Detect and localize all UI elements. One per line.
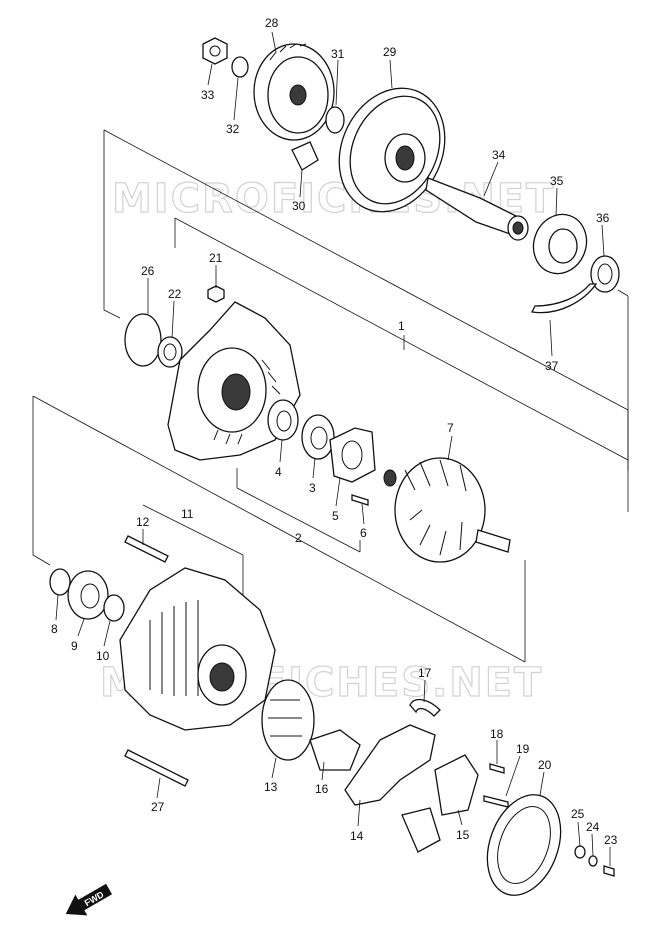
callout-33: 33 bbox=[201, 88, 215, 102]
part-16-regulator bbox=[309, 729, 361, 771]
callout-14: 14 bbox=[350, 829, 364, 843]
part-23-screw bbox=[603, 865, 615, 877]
callout-1: 1 bbox=[398, 319, 405, 333]
part-6-screw bbox=[351, 494, 369, 506]
callout-19: 19 bbox=[516, 742, 530, 756]
part-27-bolt bbox=[124, 749, 189, 787]
part-30-key bbox=[291, 141, 319, 171]
part-32-washer bbox=[231, 56, 249, 78]
callout-8: 8 bbox=[51, 622, 58, 636]
part-33-nut bbox=[202, 37, 228, 65]
callout-6: 6 bbox=[360, 526, 367, 540]
callout-11: 11 bbox=[181, 507, 194, 521]
callout-31: 31 bbox=[331, 47, 345, 61]
part-18-screw bbox=[489, 763, 505, 774]
callout-22: 22 bbox=[168, 287, 182, 301]
part-19-screw bbox=[483, 795, 509, 808]
callout-5: 5 bbox=[332, 509, 339, 523]
part-11-stator-housing bbox=[119, 567, 276, 731]
callout-26: 26 bbox=[141, 264, 155, 278]
part-17-hose bbox=[409, 698, 441, 717]
part-12-stud bbox=[124, 535, 169, 563]
part-8-washer bbox=[49, 568, 71, 596]
callout-32: 32 bbox=[226, 122, 240, 136]
callout-16: 16 bbox=[315, 782, 329, 796]
callout-15: 15 bbox=[456, 828, 470, 842]
part-37-circlip bbox=[531, 283, 598, 314]
callout-37: 37 bbox=[545, 359, 559, 373]
part-22-bearing bbox=[157, 336, 183, 368]
callout-25: 25 bbox=[571, 807, 585, 821]
callout-7: 7 bbox=[447, 421, 454, 435]
callout-20: 20 bbox=[538, 758, 552, 772]
part-14-bracket bbox=[344, 724, 436, 806]
callout-12: 12 bbox=[136, 515, 150, 529]
callout-34: 34 bbox=[492, 148, 506, 162]
callout-23: 23 bbox=[604, 833, 618, 847]
assembly-bracket-lines bbox=[32, 129, 629, 663]
part-21-nut bbox=[207, 285, 225, 303]
part-36-seal bbox=[590, 255, 620, 293]
part-13-cover bbox=[261, 679, 315, 761]
part-5-plate bbox=[329, 427, 376, 483]
callout-13: 13 bbox=[264, 780, 278, 794]
callout-18: 18 bbox=[490, 727, 504, 741]
part-31-washer bbox=[325, 106, 345, 134]
part-25-washer bbox=[574, 845, 586, 859]
callout-30: 30 bbox=[292, 199, 306, 213]
part-10-ring bbox=[103, 594, 125, 622]
callout-36: 36 bbox=[596, 211, 610, 225]
forward-arrow-icon: FWD bbox=[65, 883, 113, 916]
part-20-rear-cover bbox=[486, 794, 562, 896]
callout-labels: 28 31 29 33 32 30 34 35 36 21 26 22 1 37… bbox=[51, 16, 618, 866]
part-7-rotor bbox=[383, 457, 511, 563]
callout-35: 35 bbox=[550, 174, 564, 188]
callout-4: 4 bbox=[275, 465, 282, 479]
part-3-bearing bbox=[301, 414, 335, 460]
part-15-brush-holder bbox=[401, 754, 479, 853]
callout-29: 29 bbox=[383, 45, 397, 59]
part-35-bearing bbox=[532, 213, 588, 275]
part-26-o-ring bbox=[124, 313, 162, 367]
part-4-bearing bbox=[267, 399, 299, 441]
callout-24: 24 bbox=[586, 820, 600, 834]
part-9-bearing bbox=[67, 570, 109, 620]
callout-17: 17 bbox=[418, 666, 432, 680]
part-24-washer bbox=[588, 855, 598, 867]
callout-27: 27 bbox=[151, 800, 165, 814]
callout-9: 9 bbox=[71, 639, 78, 653]
callout-28: 28 bbox=[265, 16, 279, 30]
part-1-housing bbox=[167, 301, 301, 461]
callout-2: 2 bbox=[295, 531, 302, 545]
callout-10: 10 bbox=[96, 649, 110, 663]
part-34-shaft bbox=[425, 177, 529, 241]
callout-3: 3 bbox=[309, 481, 316, 495]
part-29-flywheel bbox=[338, 87, 446, 213]
part-28-pulley bbox=[253, 43, 335, 141]
callout-21: 21 bbox=[209, 251, 223, 265]
